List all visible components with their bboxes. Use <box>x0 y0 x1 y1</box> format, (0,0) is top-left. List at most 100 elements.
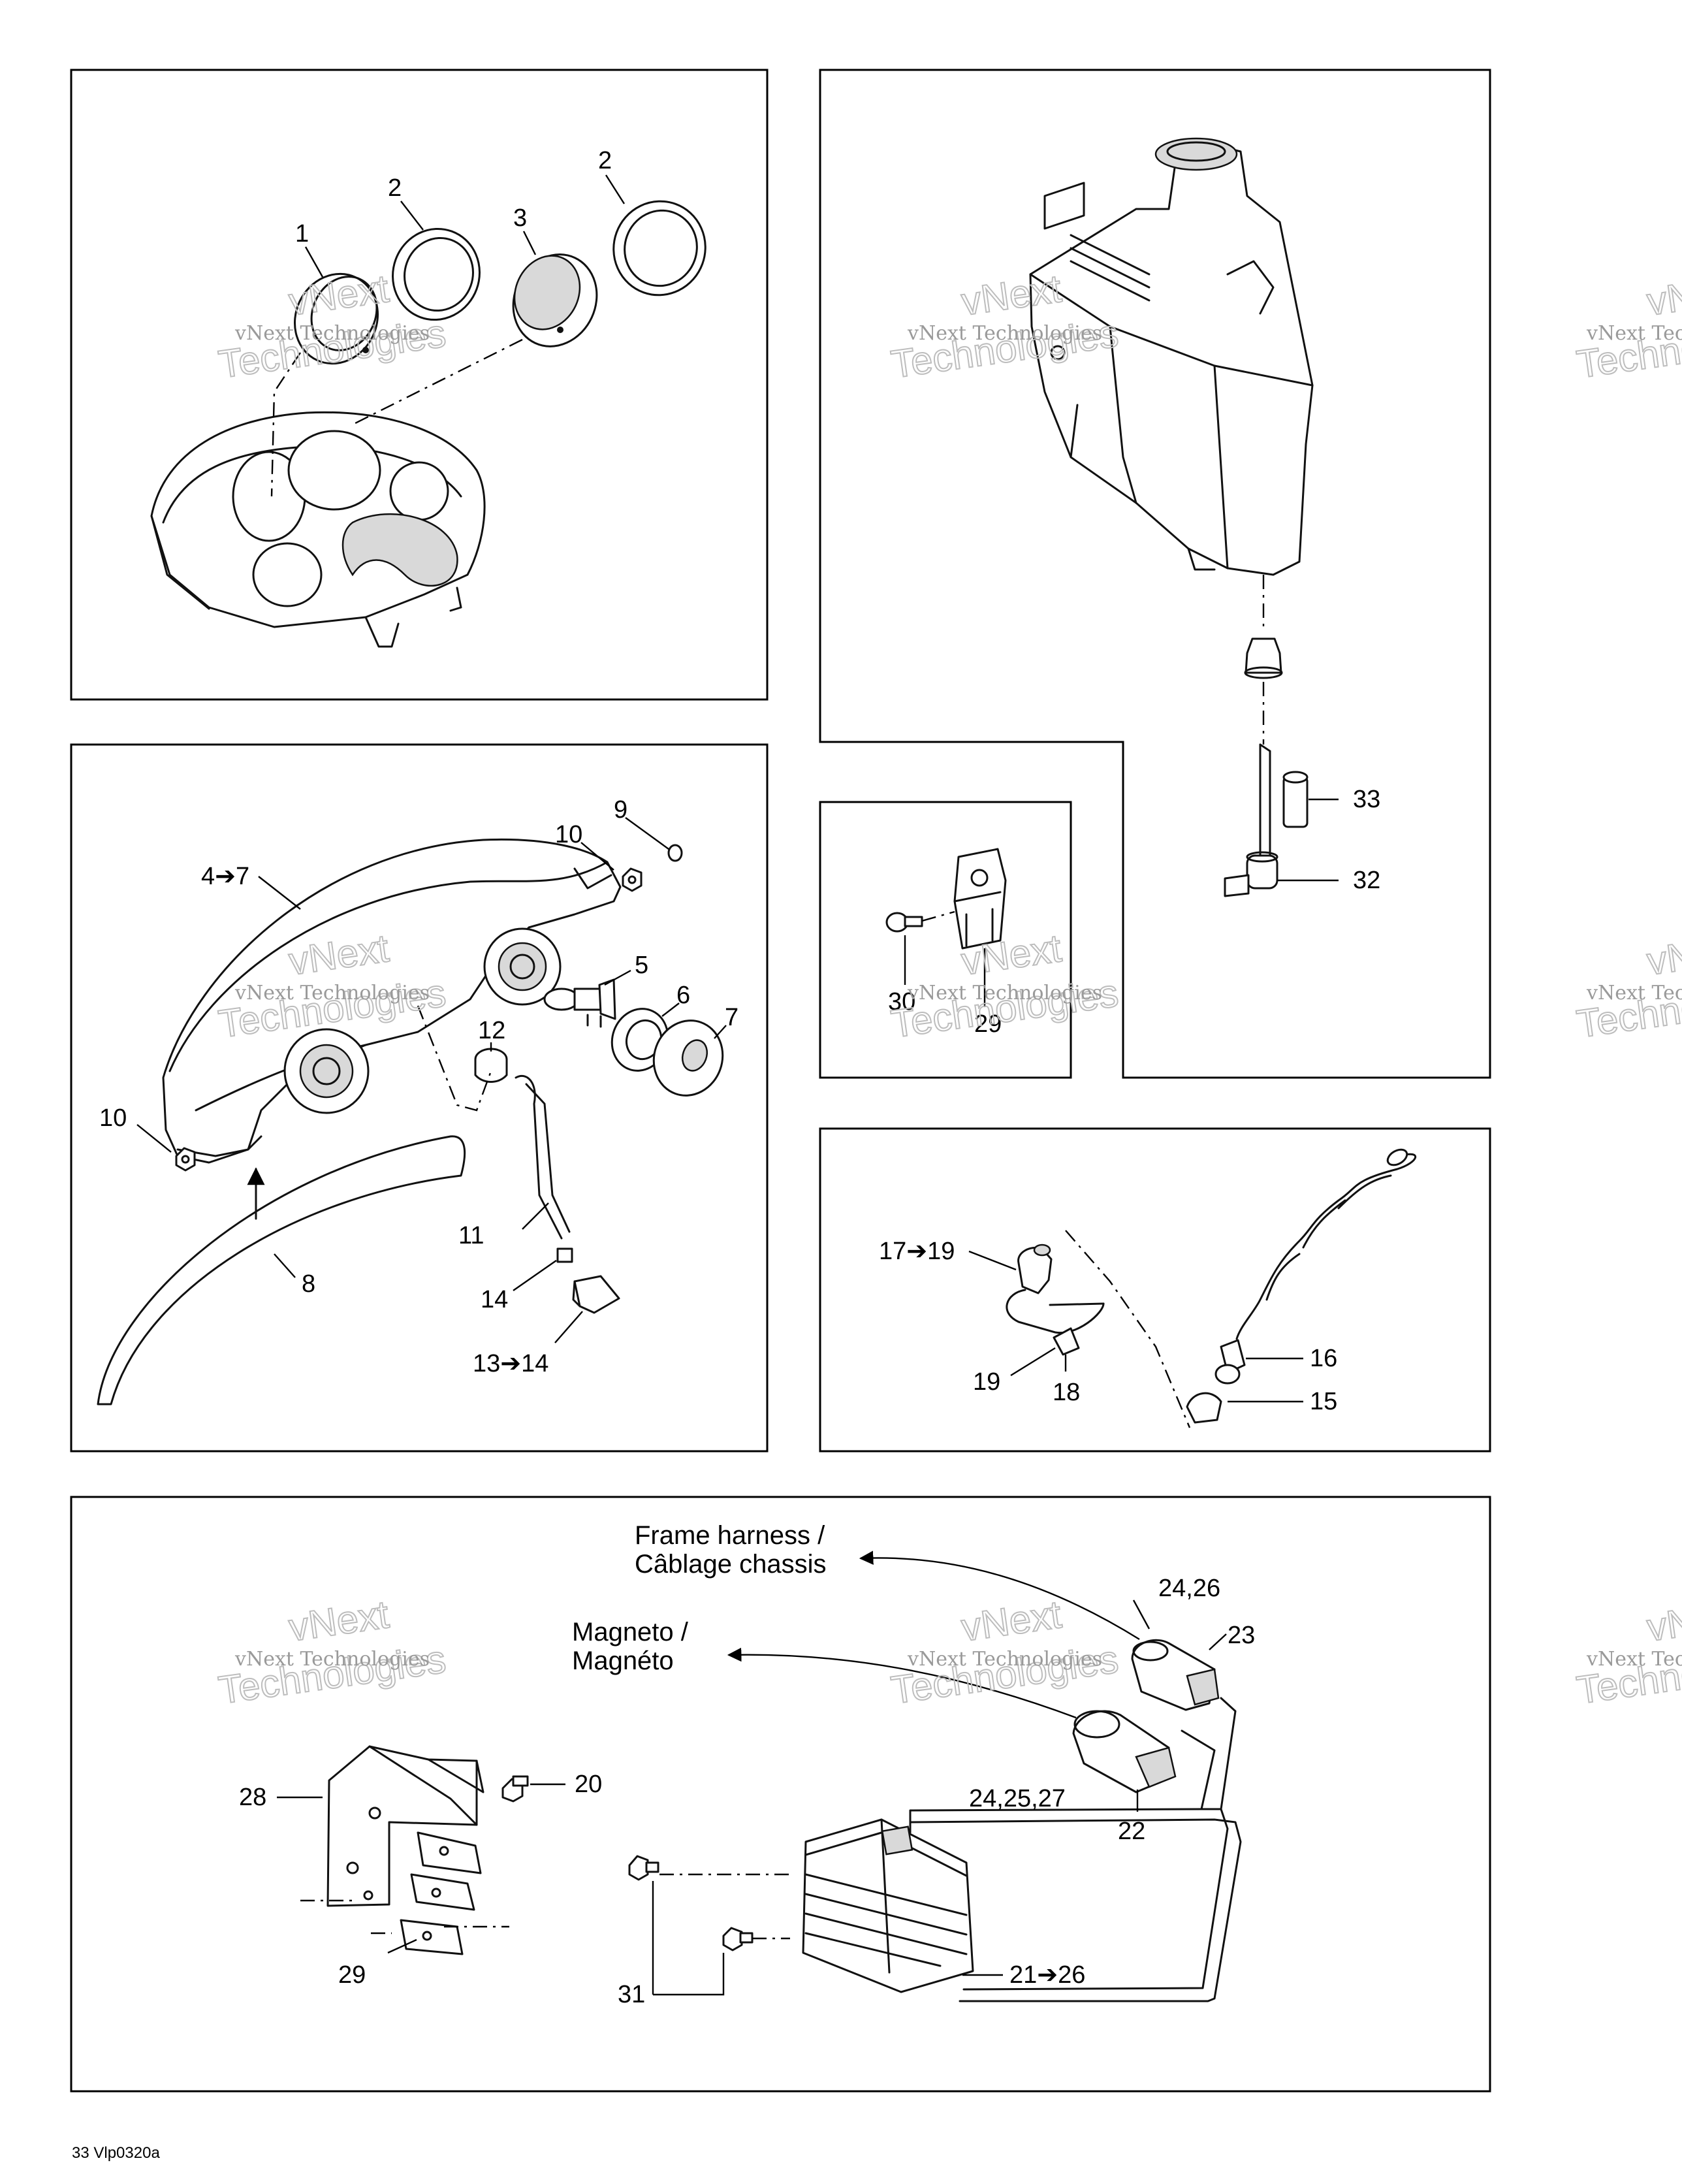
label-21-26: 21➔26 <box>1009 1961 1085 1989</box>
watermark-top: vNext <box>1644 266 1682 324</box>
label-2b: 2 <box>598 147 612 174</box>
bezel-2b-drawing <box>612 200 706 297</box>
panel-gauge-frame <box>70 69 769 701</box>
label-14: 14 <box>481 1286 508 1313</box>
watermark-edge1: Technologies vNext vNext Technologies <box>1574 266 1682 387</box>
label-18: 18 <box>1053 1379 1080 1406</box>
screw-30-drawing <box>885 912 923 933</box>
tether-cap-15-drawing <box>1186 1392 1222 1424</box>
label-9: 9 <box>614 796 627 824</box>
wire-harness-drawing <box>909 1697 1242 2002</box>
arrow-frame-harness <box>859 1550 1140 1641</box>
label-20: 20 <box>575 1771 602 1798</box>
label-4-7: 4➔7 <box>201 863 249 890</box>
clip-29-drawing <box>953 848 1007 950</box>
watermark-small: vNext Technologies <box>234 322 430 345</box>
watermark-small: vNext Technologies <box>234 1648 430 1671</box>
nut-10a-drawing <box>622 867 643 892</box>
label-31: 31 <box>618 1981 645 2008</box>
screw-20-drawing <box>501 1775 529 1803</box>
label-23: 23 <box>1228 1622 1255 1649</box>
grommet-12-drawing <box>474 1048 508 1083</box>
label-6: 6 <box>676 982 690 1009</box>
label-33: 33 <box>1353 786 1380 813</box>
headlamp-housing-drawing <box>162 838 622 1164</box>
label-32: 32 <box>1353 867 1380 894</box>
assembly-line-gauge-3 <box>352 338 523 426</box>
note-magneto-2: Magnéto <box>572 1646 674 1675</box>
clip-29b-drawing <box>400 1831 482 1955</box>
part-labels: 1 2 3 2 33 32 30 29 4➔7 9 10 5 6 7 12 10… <box>99 147 1380 2008</box>
leader-lines <box>136 174 1339 1996</box>
label-28: 28 <box>239 1784 266 1811</box>
label-3: 3 <box>513 204 527 232</box>
label-17-19: 17➔19 <box>879 1238 955 1265</box>
label-29b: 29 <box>338 1961 366 1989</box>
label-10b: 10 <box>99 1104 127 1132</box>
note-frame-harness-1: Frame harness / <box>635 1521 825 1550</box>
bulb-5-drawing <box>543 978 616 1028</box>
bracket-28-drawing <box>326 1745 484 1907</box>
sleeve-33-drawing <box>1282 771 1309 828</box>
connector-23-drawing <box>1131 1639 1220 1711</box>
gauge-3-drawing <box>512 253 598 347</box>
watermark-small: vNext Technologies <box>234 982 430 1004</box>
voltage-regulator-drawing <box>802 1818 974 1993</box>
label-24-25-27: 24,25,27 <box>969 1785 1066 1812</box>
label-11: 11 <box>458 1222 484 1249</box>
panel-tether-frame <box>819 1127 1491 1453</box>
label-12: 12 <box>478 1017 505 1044</box>
tube-11-drawing <box>515 1075 571 1240</box>
watermark-top: vNext <box>1644 926 1682 984</box>
label-7: 7 <box>725 1004 738 1031</box>
tether-switch-17-drawing <box>1006 1244 1105 1334</box>
label-13-14: 13➔14 <box>473 1350 548 1377</box>
connector-22-drawing <box>1072 1710 1177 1793</box>
label-10a: 10 <box>555 821 582 848</box>
label-22: 22 <box>1118 1818 1145 1845</box>
connector-13-drawing <box>572 1275 620 1314</box>
watermark-edge2: Technologies vNext vNext Technologies <box>1574 925 1682 1047</box>
clip-18-drawing <box>1053 1327 1080 1356</box>
nut-10b-drawing <box>175 1147 196 1172</box>
watermark-small: vNext Technologies <box>907 1648 1102 1671</box>
panel-oil-tank-frame <box>819 69 1491 1079</box>
watermark-panel6a: Technologies vNext vNext Technologies <box>215 1592 449 1713</box>
label-16: 16 <box>1310 1345 1337 1372</box>
watermark-top: vNext <box>959 1592 1064 1650</box>
figure-reference: 33 Vlp0320a <box>72 2144 160 2162</box>
watermark-edge3: Technologies vNext vNext Technologies <box>1574 1592 1682 1713</box>
oil-level-sensor-32-drawing <box>1224 743 1278 897</box>
watermark-top: vNext <box>1644 1592 1682 1650</box>
watermark-small: vNext Technologies <box>907 322 1102 345</box>
label-1: 1 <box>295 220 309 248</box>
watermark-small: vNext Technologies <box>1586 1648 1682 1671</box>
harness-notes: Frame harness / Câblage chassis Magneto … <box>572 1521 827 1675</box>
watermark-top: vNext <box>286 1592 392 1650</box>
panel-regulator-frame <box>70 1496 1491 2093</box>
boot-7-drawing <box>652 1020 724 1097</box>
panel-clip-frame <box>819 801 1072 1079</box>
label-2a: 2 <box>388 174 402 202</box>
screw-31a-drawing <box>628 1855 659 1881</box>
trim-strip-8-drawing <box>97 1135 466 1405</box>
note-magneto-1: Magneto / <box>572 1618 689 1646</box>
watermark-small: vNext Technologies <box>1586 322 1682 345</box>
assembly-line-grommet-12 <box>417 1005 492 1112</box>
arrow-magneto <box>727 1647 1077 1719</box>
watermark-panel3: Technologies vNext vNext Technologies <box>888 925 1122 1047</box>
fitting-14-drawing <box>556 1247 573 1263</box>
watermark-small: vNext Technologies <box>907 982 1102 1004</box>
bezel-2a-drawing <box>392 227 481 321</box>
watermark-small: vNext Technologies <box>1586 982 1682 1004</box>
note-frame-harness-2: Câblage chassis <box>635 1550 827 1579</box>
assembly-line-gauge-1 <box>270 352 301 497</box>
label-19: 19 <box>973 1368 1000 1396</box>
tether-cord-16-drawing <box>1214 1148 1416 1385</box>
label-29a: 29 <box>974 1010 1002 1038</box>
gauge-housing-drawing <box>150 411 486 648</box>
label-24-26: 24,26 <box>1158 1575 1220 1602</box>
label-30: 30 <box>888 988 915 1016</box>
label-5: 5 <box>635 952 648 979</box>
label-15: 15 <box>1310 1388 1337 1415</box>
